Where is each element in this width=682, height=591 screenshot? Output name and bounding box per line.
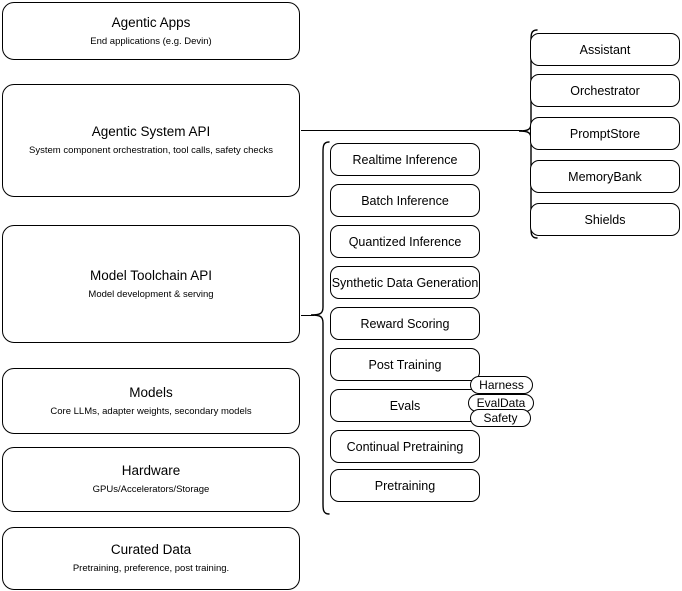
component-label: MemoryBank bbox=[568, 169, 642, 184]
evals-subcomponent-label: Harness bbox=[479, 378, 524, 392]
component-label: Continual Pretraining bbox=[346, 439, 464, 454]
component-label: Post Training bbox=[368, 357, 442, 372]
component-label: Assistant bbox=[579, 42, 631, 57]
component-batch-inference[interactable]: Batch Inference bbox=[330, 184, 480, 217]
component-reward-scoring[interactable]: Reward Scoring bbox=[330, 307, 480, 340]
component-evals[interactable]: Evals bbox=[330, 389, 480, 422]
component-continual-pretraining[interactable]: Continual Pretraining bbox=[330, 430, 480, 463]
evals-subcomponent-label: EvalData bbox=[476, 396, 526, 410]
layer-title: Agentic System API bbox=[91, 124, 211, 139]
component-memorybank[interactable]: MemoryBank bbox=[530, 160, 680, 193]
layer-box-models[interactable]: Models Core LLMs, adapter weights, secon… bbox=[2, 368, 300, 434]
evals-subcomponent-evaldata[interactable]: EvalData bbox=[468, 394, 534, 412]
component-post-training[interactable]: Post Training bbox=[330, 348, 480, 381]
component-label: PromptStore bbox=[569, 126, 641, 141]
layer-subtitle: System component orchestration, tool cal… bbox=[29, 145, 273, 157]
component-label: Orchestrator bbox=[570, 83, 640, 98]
connector-model-toolchain-api bbox=[301, 315, 314, 317]
component-label: Shields bbox=[584, 212, 626, 227]
component-label: Batch Inference bbox=[361, 193, 449, 208]
evals-subcomponent-label: Safety bbox=[483, 411, 518, 425]
layer-box-hardware[interactable]: Hardware GPUs/Accelerators/Storage bbox=[2, 447, 300, 512]
evals-subcomponent-safety[interactable]: Safety bbox=[470, 409, 531, 427]
component-orchestrator[interactable]: Orchestrator bbox=[530, 74, 680, 107]
component-shields[interactable]: Shields bbox=[530, 203, 680, 236]
component-assistant[interactable]: Assistant bbox=[530, 33, 680, 66]
layer-title: Agentic Apps bbox=[111, 14, 191, 30]
layer-box-agentic-system-api[interactable]: Agentic System API System component orch… bbox=[2, 84, 300, 197]
component-realtime-inference[interactable]: Realtime Inference bbox=[330, 143, 480, 176]
layer-subtitle: Core LLMs, adapter weights, secondary mo… bbox=[50, 405, 252, 417]
layer-title: Hardware bbox=[121, 463, 181, 478]
component-label: Quantized Inference bbox=[348, 234, 462, 249]
layer-subtitle: End applications (e.g. Devin) bbox=[90, 35, 212, 47]
brace-model-toolchain bbox=[310, 141, 330, 515]
layer-subtitle: GPUs/Accelerators/Storage bbox=[92, 484, 210, 496]
component-promptstore[interactable]: PromptStore bbox=[530, 117, 680, 150]
layer-box-curated-data[interactable]: Curated Data Pretraining, preference, po… bbox=[2, 527, 300, 590]
layer-title: Models bbox=[129, 384, 173, 400]
component-pretraining[interactable]: Pretraining bbox=[330, 469, 480, 502]
component-quantized-inference[interactable]: Quantized Inference bbox=[330, 225, 480, 258]
component-label: Realtime Inference bbox=[352, 152, 458, 167]
layer-subtitle: Pretraining, preference, post training. bbox=[72, 563, 230, 575]
component-label: Pretraining bbox=[374, 478, 436, 493]
layer-title: Curated Data bbox=[110, 542, 192, 557]
evals-subcomponent-harness[interactable]: Harness bbox=[470, 376, 533, 394]
component-label: Reward Scoring bbox=[360, 316, 450, 331]
component-synthetic-data-generation[interactable]: Synthetic Data Generation bbox=[330, 266, 480, 299]
connector-agentic-system-api bbox=[301, 130, 522, 132]
layer-box-model-toolchain-api[interactable]: Model Toolchain API Model development & … bbox=[2, 225, 300, 343]
component-label: Synthetic Data Generation bbox=[331, 275, 479, 290]
layer-subtitle: Model development & serving bbox=[88, 288, 214, 300]
layer-box-agentic-apps[interactable]: Agentic Apps End applications (e.g. Devi… bbox=[2, 2, 300, 60]
layer-title: Model Toolchain API bbox=[89, 267, 213, 283]
component-label: Evals bbox=[389, 398, 421, 413]
